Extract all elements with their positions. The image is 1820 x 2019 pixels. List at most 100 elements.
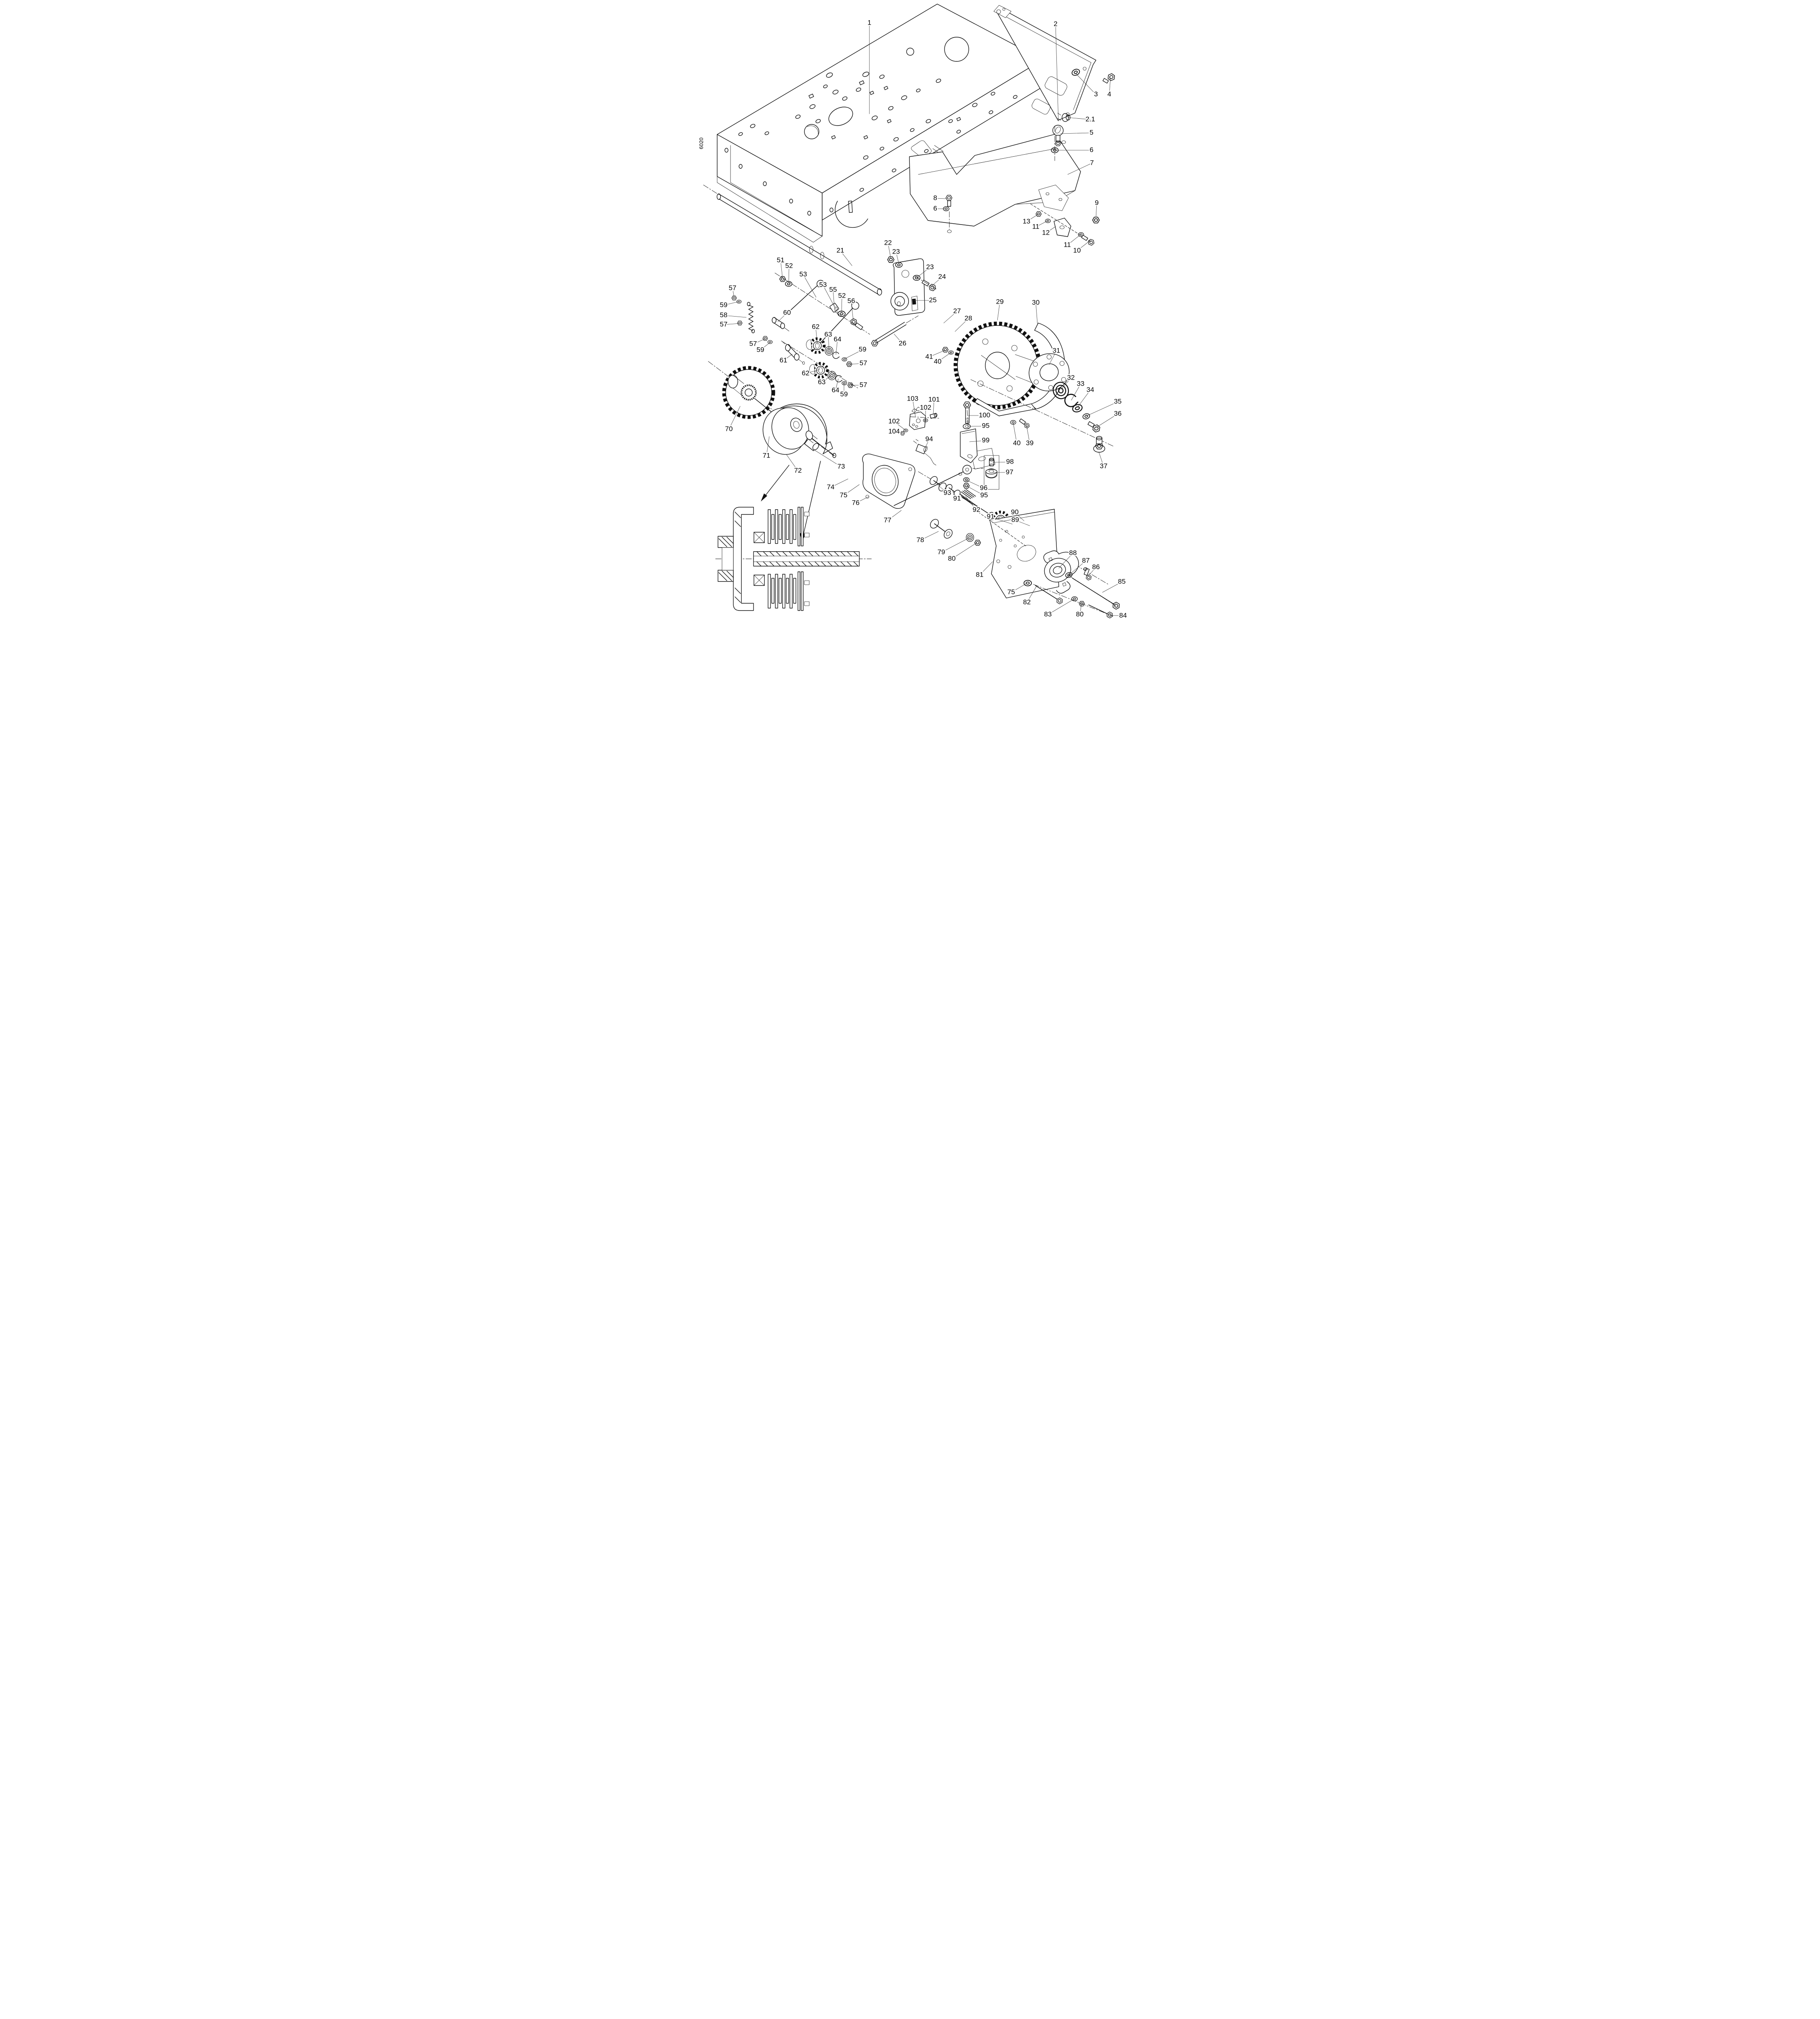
callout-label-95: 95 <box>980 491 988 499</box>
callout-label-3: 3 <box>1094 90 1098 98</box>
callout-label-94: 94 <box>925 435 933 443</box>
tensioner-assembly <box>862 401 999 509</box>
callout-label-86: 86 <box>1092 563 1100 571</box>
callout-leader-5 <box>1060 132 1092 134</box>
callout-label-36: 36 <box>1114 409 1121 417</box>
callout-leader-29 <box>997 302 1000 321</box>
callout-label-59: 59 <box>720 301 727 309</box>
callout-label-90: 90 <box>1011 508 1018 516</box>
callout-leader-21 <box>840 250 852 266</box>
callout-label-62: 62 <box>812 323 819 330</box>
callout-label-11: 11 <box>1064 241 1071 248</box>
callout-leader-80 <box>1079 604 1081 615</box>
callout-label-97: 97 <box>1006 468 1013 476</box>
callout-leader-59 <box>844 349 863 359</box>
callout-label-8: 8 <box>933 194 937 201</box>
callout-leader-95 <box>966 485 984 496</box>
callout-leader-87 <box>1069 560 1086 575</box>
callout-leader-93 <box>936 484 947 493</box>
bolt-8-washer-6 <box>943 195 952 230</box>
callout-leader-11 <box>1067 234 1081 246</box>
callout-label-77: 77 <box>884 516 891 524</box>
callout-label-61: 61 <box>779 356 787 364</box>
callout-label-53: 53 <box>819 281 827 288</box>
callout-label-52: 52 <box>838 292 846 299</box>
callout-leader-3 <box>1075 73 1096 95</box>
callout-label-37: 37 <box>1100 462 1107 470</box>
callout-label-57: 57 <box>749 340 757 347</box>
callout-leader-40 <box>937 352 951 362</box>
callout-label-85: 85 <box>1118 577 1125 585</box>
callout-label-80: 80 <box>1076 610 1083 618</box>
callout-leader-90 <box>1014 512 1024 521</box>
callout-label-23: 23 <box>926 263 934 271</box>
callout-label-34: 34 <box>1086 386 1094 393</box>
callout-label-40: 40 <box>1013 439 1020 447</box>
callout-leader-62 <box>815 327 817 345</box>
callout-label-33: 33 <box>1077 380 1084 387</box>
callout-leader-57 <box>723 323 739 325</box>
callout-label-78: 78 <box>916 536 924 544</box>
callout-leader-74 <box>830 479 848 488</box>
callout-label-57: 57 <box>859 359 867 367</box>
callout-leader-64 <box>835 339 838 355</box>
callout-leader-84 <box>1111 615 1123 616</box>
callout-leader-89 <box>1015 520 1030 526</box>
side-plate <box>993 5 1096 121</box>
callout-label-87: 87 <box>1082 556 1089 564</box>
clutch-drive-assembly <box>708 361 836 541</box>
callout-leader-2.1 <box>1067 117 1090 120</box>
callout-label-40: 40 <box>934 357 941 365</box>
callout-label-53: 53 <box>799 270 807 278</box>
callout-leader-101 <box>933 399 934 415</box>
callout-label-76: 76 <box>852 499 859 506</box>
callout-label-81: 81 <box>976 571 983 578</box>
callout-leader-103 <box>912 399 915 417</box>
callout-label-35: 35 <box>1114 397 1121 405</box>
callout-label-6: 6 <box>1089 146 1093 153</box>
callout-leader-56 <box>851 301 853 321</box>
callout-label-92: 92 <box>972 506 980 513</box>
callout-label-31: 31 <box>1052 346 1060 354</box>
callout-label-23: 23 <box>892 248 900 255</box>
callout-label-79: 79 <box>937 548 945 556</box>
callout-leader-94 <box>925 439 929 447</box>
callout-label-91: 91 <box>987 512 994 520</box>
callout-label-63: 63 <box>818 378 825 386</box>
callout-label-52: 52 <box>785 262 793 269</box>
callout-label-24: 24 <box>938 273 946 280</box>
callout-label-64: 64 <box>833 335 841 343</box>
callout-label-64: 64 <box>831 386 839 394</box>
callout-leader-104 <box>894 431 902 433</box>
callout-label-70: 70 <box>725 425 733 432</box>
callout-label-102: 102 <box>919 403 931 411</box>
callout-label-2.1: 2.1 <box>1085 115 1095 123</box>
callout-label-39: 39 <box>1026 439 1033 447</box>
callout-leader-72 <box>786 454 798 471</box>
callout-label-59: 59 <box>840 390 848 398</box>
callout-leader-40 <box>1013 422 1017 444</box>
callout-leader-13 <box>1026 214 1039 222</box>
callout-leader-91 <box>952 490 957 499</box>
callout-leader-75 <box>1011 583 1027 593</box>
callout-label-9: 9 <box>1095 199 1098 206</box>
callout-label-103: 103 <box>907 395 918 402</box>
callout-leader-28 <box>955 318 968 332</box>
callout-label-21: 21 <box>836 246 844 254</box>
callout-label-95: 95 <box>982 422 989 429</box>
callout-label-96: 96 <box>980 484 987 491</box>
callout-label-104: 104 <box>888 427 899 435</box>
callout-label-56: 56 <box>847 297 855 304</box>
callout-leader-78 <box>920 531 938 541</box>
callout-label-73: 73 <box>837 462 845 470</box>
callout-label-88: 88 <box>1069 549 1077 556</box>
callout-label-102: 102 <box>888 417 899 425</box>
callout-label-57: 57 <box>720 320 727 328</box>
callout-leader-96 <box>966 480 984 489</box>
callout-label-72: 72 <box>794 466 802 474</box>
callout-label-93: 93 <box>943 489 951 496</box>
callout-label-59: 59 <box>859 345 866 353</box>
callout-leader-24 <box>931 277 942 287</box>
callout-leader-81 <box>979 561 993 575</box>
callout-leader-22 <box>888 243 891 259</box>
